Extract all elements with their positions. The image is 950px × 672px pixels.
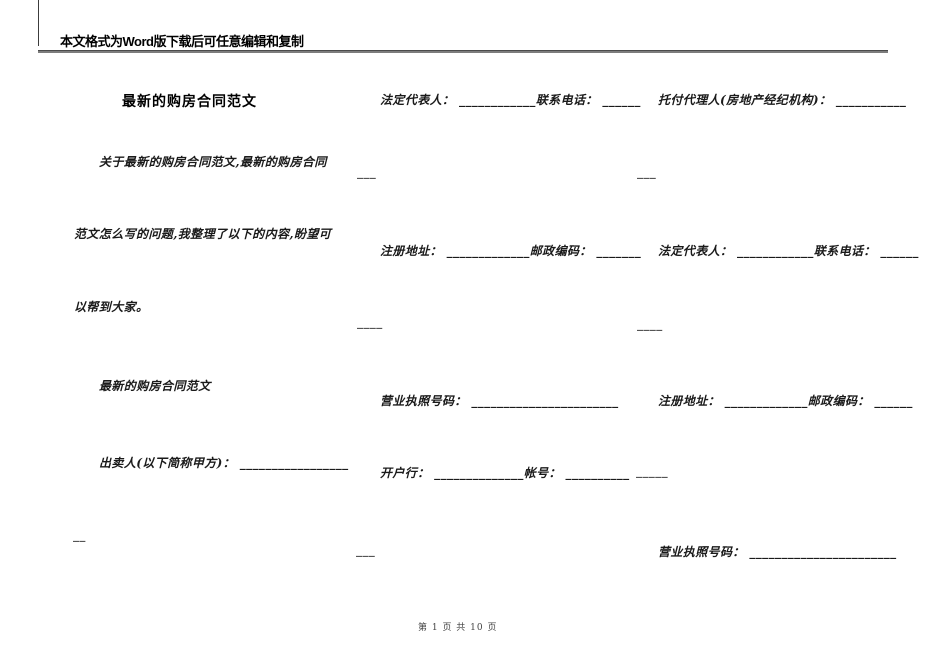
document-title: 最新的购房合同范文 [122,93,257,109]
business-license-field-line: 营业执照号码： _______________________ [380,394,619,408]
legal-representative-field-line: 法定代表人： ____________联系电话： ______ [658,244,919,258]
intro-paragraph-line3: 以帮到大家。 [74,300,149,314]
entrusted-agent-field-line: 托付代理人(房地产经纪机构)： ___________ [658,93,907,107]
left-margin-line [38,0,39,46]
document-subtitle: 最新的购房合同范文 [99,379,211,393]
legal-representative-field-line: 法定代表人： ____________联系电话： ______ [380,93,641,107]
underline-continuation: _____ [636,464,668,478]
underline-continuation: ___ [637,165,657,179]
business-license-field-line: 营业执照号码： _______________________ [658,545,897,559]
bank-account-field-line: 开户行： ______________帐号： __________ [380,466,630,480]
underline-continuation: ____ [357,315,383,329]
registered-address-field-line: 注册地址： _____________邮政编码： _______ [380,244,642,258]
page-number-indicator: 第 1 页 共 10 页 [418,623,498,633]
intro-paragraph-line1: 关于最新的购房合同范文,最新的购房合同 [99,155,327,169]
underline-continuation: __ [73,528,86,542]
seller-field-line: 出卖人(以下简称甲方)： _________________ [99,456,349,470]
underline-continuation: ____ [637,317,663,331]
underline-continuation: ___ [356,543,376,557]
header-divider [38,50,888,53]
registered-address-field-line: 注册地址： _____________邮政编码： ______ [658,394,913,408]
intro-paragraph-line2: 范文怎么写的问题,我整理了以下的内容,盼望可 [74,227,332,241]
header-notice: 本文格式为Word版下载后可任意编辑和复制 [60,34,304,49]
underline-continuation: ___ [357,165,377,179]
